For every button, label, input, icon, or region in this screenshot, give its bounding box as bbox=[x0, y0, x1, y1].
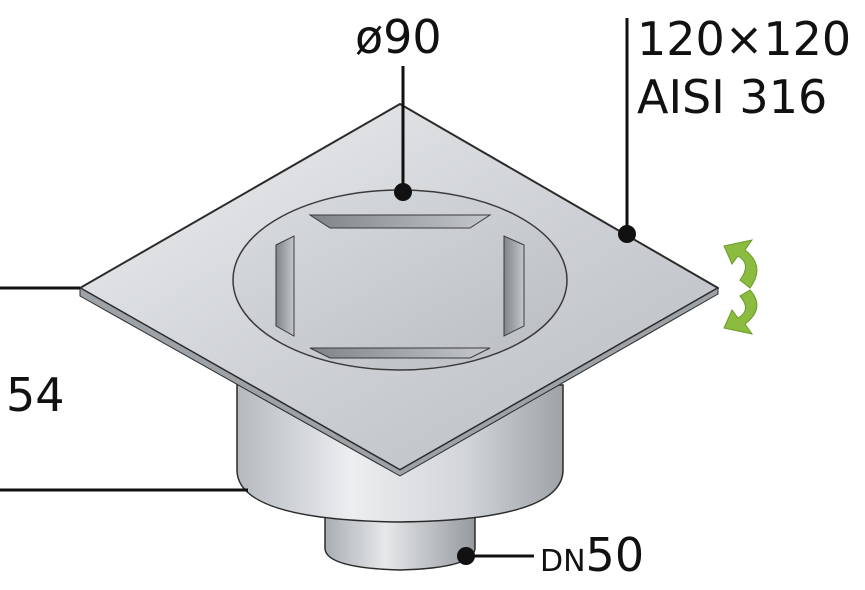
flange-size-label: 120×120 bbox=[637, 12, 852, 66]
grate-slot bbox=[308, 214, 492, 229]
round-grate bbox=[232, 189, 568, 371]
rotate-arrows-icon bbox=[723, 239, 758, 335]
diameter-label: ø90 bbox=[355, 10, 442, 64]
outlet-size-label: DN50 bbox=[540, 532, 644, 578]
outlet-leader-dot bbox=[457, 547, 475, 565]
diameter-leader-dot bbox=[394, 183, 412, 201]
dimension-leaders bbox=[0, 18, 636, 565]
outlet-number: 50 bbox=[585, 528, 645, 582]
grate-slot bbox=[309, 347, 491, 359]
outlet-prefix: DN bbox=[540, 544, 586, 579]
height-label: 54 bbox=[6, 368, 65, 422]
grate-slot bbox=[503, 235, 525, 337]
grate-slot bbox=[275, 235, 295, 337]
size-leader-dot bbox=[618, 225, 636, 243]
material-label: AISI 316 bbox=[637, 70, 828, 124]
